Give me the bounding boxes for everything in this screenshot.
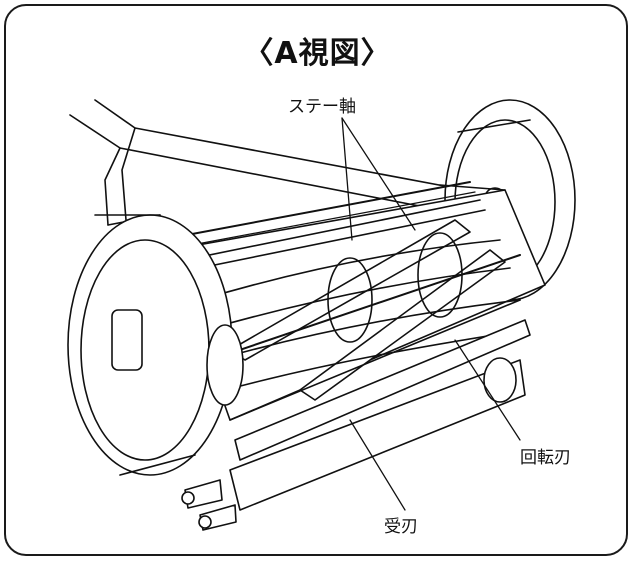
label-stay-shaft: ステー軸 [288,97,356,117]
height-adjusters [181,479,237,531]
diagram-title: 〈A視図〉 [243,36,392,71]
left-wheel [67,214,244,476]
handle-frame [69,99,456,226]
label-bed-knife: 受刃 [384,517,418,537]
reel-cylinder [159,181,546,511]
label-rotary-blade: 回転刃 [520,448,571,468]
leader-lines [341,117,521,511]
